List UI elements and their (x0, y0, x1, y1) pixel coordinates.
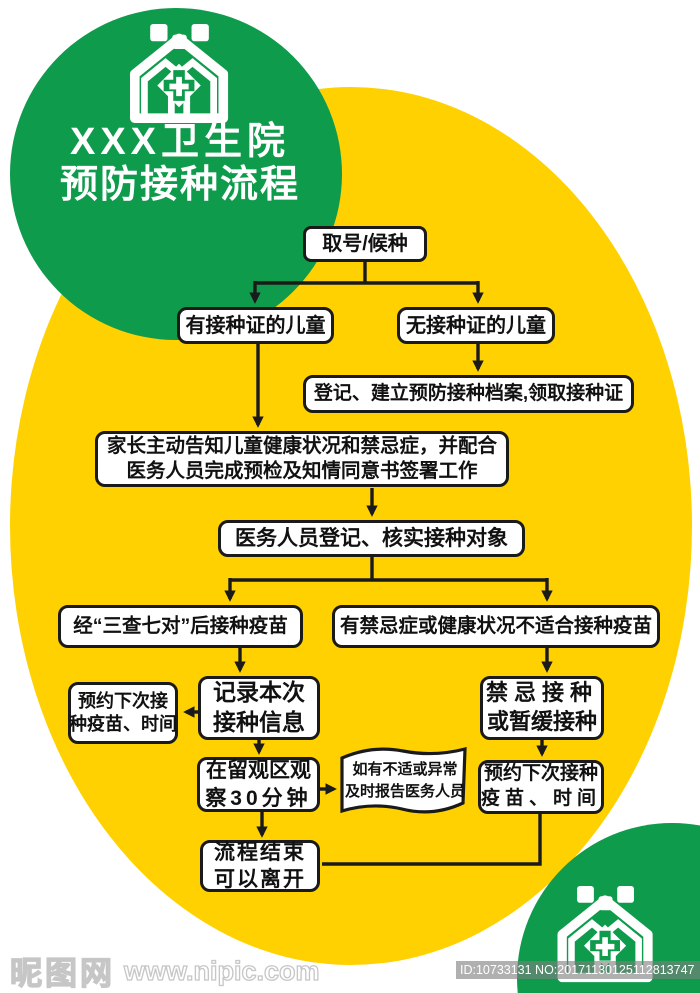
node-staff-verify: 医务人员登记、核实接种对象 (218, 520, 525, 557)
node-take-number-label: 取号/候种 (322, 233, 408, 255)
node-three-checks-label: 经“三查七对”后接种疫苗 (73, 614, 288, 637)
node-next-appointment-right-line2: 疫苗、时间 (481, 788, 602, 809)
node-next-appointment-right-line1: 预约下次接种 (483, 763, 598, 785)
node-record-info-line2: 接种信息 (213, 709, 305, 735)
node-forbid-postpone: 禁忌接种 或暂缓接种 (480, 676, 604, 740)
node-parent-inform-line1: 家长主动告知儿童健康状况和禁忌症，并配合 (106, 434, 497, 457)
node-process-end-line1: 流程结束 (214, 840, 306, 864)
node-next-appointment-left: 预约下次接 种疫苗、时间 (68, 682, 178, 744)
node-report-discomfort-line2: 及时报告医务人员 (344, 783, 465, 800)
node-next-appointment-left-line2: 种疫苗、时间 (69, 714, 177, 734)
image-id-bar: ID:10733131 NO:20171130125112813747 (456, 961, 700, 979)
node-record-info-line1: 记录本次 (213, 679, 305, 706)
node-process-end-line2: 可以离开 (214, 868, 306, 891)
node-register-file-label: 登记、建立预防接种档案,领取接种证 (313, 382, 624, 404)
node-forbid-postpone-line1: 禁忌接种 (485, 680, 598, 706)
poster-title: XXX卫生院 预防接种流程 (30, 121, 330, 206)
node-report-discomfort-shape (340, 746, 467, 814)
node-no-card: 无接种证的儿童 (397, 307, 555, 344)
node-report-discomfort: 如有不适或异常 及时报告医务人员 (343, 748, 467, 814)
node-three-checks: 经“三查七对”后接种疫苗 (58, 605, 303, 648)
nipic-site-name: 昵图网 (9, 954, 116, 991)
node-register-file: 登记、建立预防接种档案,领取接种证 (303, 375, 634, 413)
node-no-card-label: 无接种证的儿童 (406, 314, 546, 337)
node-contraindication: 有禁忌症或健康状况不适合接种疫苗 (332, 605, 660, 648)
clinic-name: XXX卫生院 (69, 121, 291, 163)
node-take-number: 取号/候种 (303, 226, 427, 262)
node-next-appointment-right: 预约下次接种 疫苗、时间 (478, 760, 604, 814)
node-next-appointment-left-line1: 预约下次接 (78, 690, 168, 711)
nipic-site-url: www.nipic.com (123, 955, 320, 986)
node-observe-30min-line2: 察30分钟 (205, 786, 312, 810)
node-process-end: 流程结束 可以离开 (200, 840, 320, 892)
node-has-card: 有接种证的儿童 (177, 307, 334, 344)
poster-subtitle: 预防接种流程 (59, 163, 300, 206)
nipic-watermark: 昵图网 www.nipic.com (9, 948, 320, 993)
node-contraindication-label: 有禁忌症或健康状况不适合接种疫苗 (339, 614, 652, 637)
clinic-logo-icon (122, 24, 238, 124)
node-observe-30min-line1: 在留观区观 (206, 759, 311, 783)
node-observe-30min: 在留观区观 察30分钟 (197, 757, 320, 812)
node-forbid-postpone-line2: 或暂缓接种 (486, 709, 597, 734)
node-report-discomfort-line1: 如有不适或异常 (352, 761, 458, 779)
node-record-info: 记录本次 接种信息 (198, 676, 320, 740)
node-parent-inform: 家长主动告知儿童健康状况和禁忌症，并配合 医务人员完成预检及知情同意书签署工作 (95, 431, 509, 487)
node-staff-verify-label: 医务人员登记、核实接种对象 (235, 526, 508, 550)
node-parent-inform-line2: 医务人员完成预检及知情同意书签署工作 (126, 460, 478, 482)
node-has-card-label: 有接种证的儿童 (185, 314, 326, 337)
